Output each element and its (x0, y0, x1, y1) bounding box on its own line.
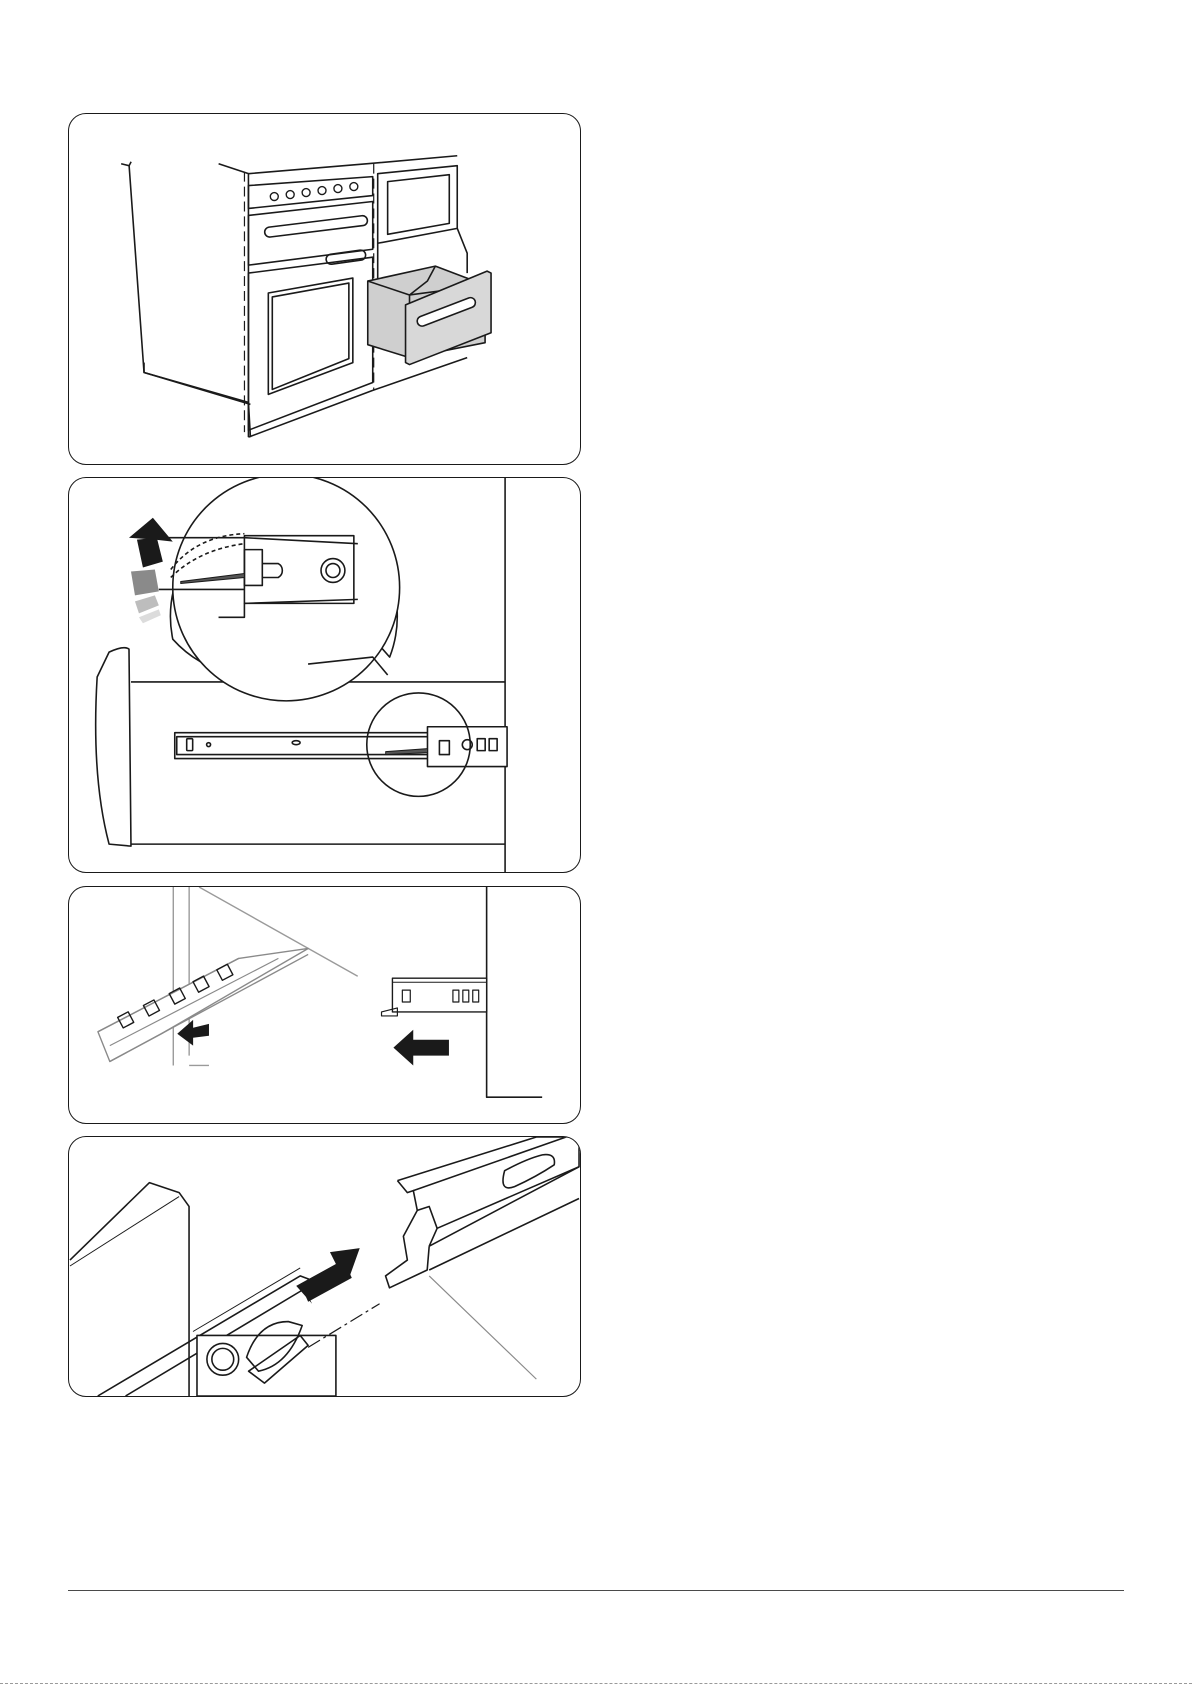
runner-push-illustration (69, 887, 580, 1123)
runner-lever-illustration (69, 478, 580, 872)
figure-drawer-pulled-out (68, 113, 581, 465)
footer-rule (68, 1590, 1124, 1591)
figure-release-lever (68, 477, 581, 873)
cooker-illustration (69, 114, 580, 464)
drawer-hook-illustration (69, 1137, 580, 1396)
figure-drawer-hooked-on (68, 1136, 581, 1397)
figure-runner-pushed-back (68, 886, 581, 1124)
page-bottom-edge (0, 1683, 1192, 1684)
